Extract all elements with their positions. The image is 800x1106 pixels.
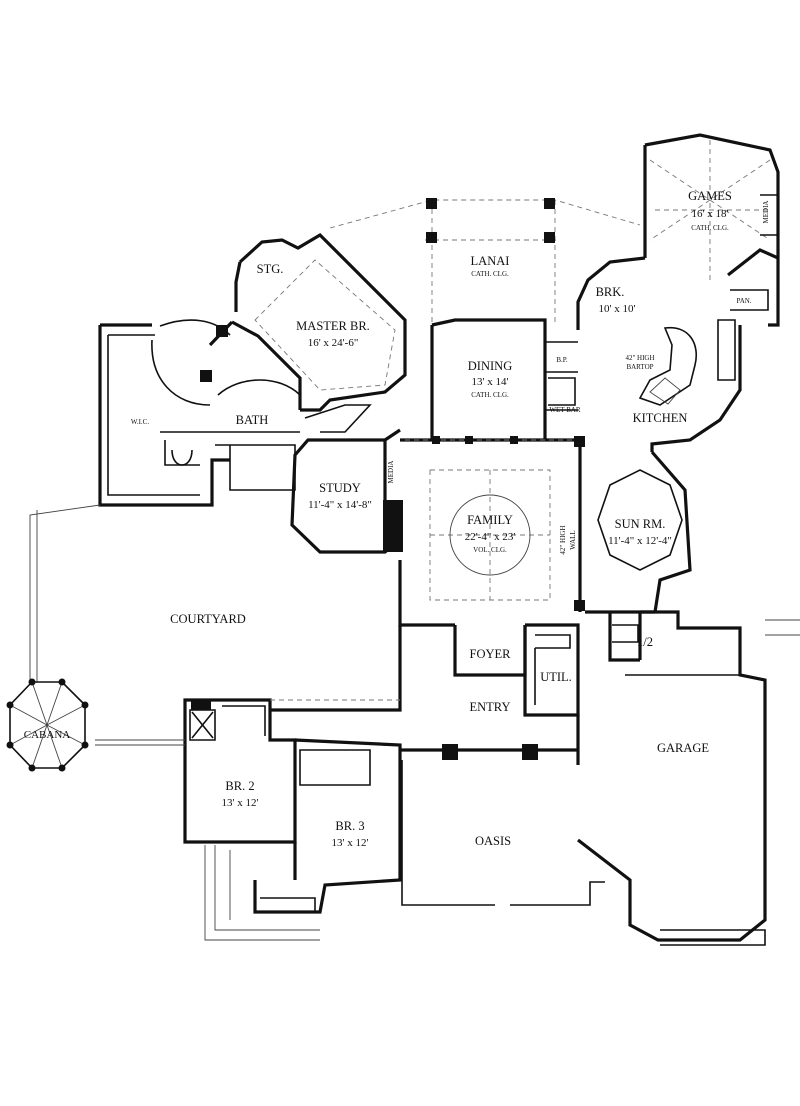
- oasis-label: OASIS: [475, 834, 511, 848]
- wall-note-1: 42" HIGH: [559, 525, 567, 554]
- family-label: FAMILY: [467, 513, 513, 527]
- lanai-label: LANAI: [471, 254, 510, 268]
- wet-bar-label: WET BAR: [549, 406, 581, 414]
- sun-room-size: 11'-4" x 12'-4": [608, 535, 672, 547]
- sun-room-label: SUN RM.: [615, 517, 666, 531]
- family-size: 22'-4" x 23': [465, 531, 516, 543]
- bedroom2-size: 13' x 12': [222, 797, 259, 809]
- garage-walls: [576, 610, 800, 946]
- study-size: 11'-4" x 14'-8": [308, 499, 372, 511]
- pantry-label: PAN.: [736, 297, 751, 305]
- bartop-note-2: BARTOP: [626, 363, 653, 371]
- wall-note-2: WALL: [569, 530, 577, 549]
- bartop-note-1: 42" HIGH: [625, 354, 654, 362]
- dining-label: DINING: [468, 359, 512, 373]
- butler-pantry-label: B.P.: [556, 356, 568, 364]
- bath-label: BATH: [236, 413, 269, 427]
- games-room-walls: [643, 133, 780, 327]
- dining-walls: [430, 318, 578, 440]
- games-size: 16' x 18': [692, 208, 729, 220]
- entry-label: ENTRY: [470, 700, 511, 714]
- master-bedroom-size: 16' x 24'-6": [308, 337, 359, 349]
- courtyard-label: COURTYARD: [170, 612, 246, 626]
- cabana-octagon: [6, 678, 89, 772]
- storage-label: STG.: [257, 262, 284, 276]
- study-walls: [290, 428, 403, 554]
- half-bath-label: 1/2: [637, 635, 653, 649]
- dining-size: 13' x 14': [472, 376, 509, 388]
- games-label: GAMES: [688, 189, 732, 203]
- breakfast-label: BRK.: [596, 285, 625, 299]
- family-note: VOL. CLG.: [473, 546, 507, 554]
- study-media-label: MEDIA: [387, 461, 395, 484]
- games-media-label: MEDIA: [762, 201, 770, 224]
- breakfast-kitchen-walls: [576, 256, 742, 452]
- dining-note: CATH. CLG.: [471, 391, 509, 399]
- bedroom2-label: BR. 2: [225, 779, 254, 793]
- bedroom2-walls: [183, 698, 297, 844]
- bedroom3-label: BR. 3: [335, 819, 364, 833]
- kitchen-label: KITCHEN: [633, 411, 688, 425]
- utility-label: UTIL.: [540, 670, 572, 684]
- master-bedroom-label: MASTER BR.: [296, 319, 370, 333]
- breakfast-size: 10' x 10': [599, 303, 636, 315]
- sun-room-walls: [585, 450, 692, 614]
- oasis-walls: [400, 744, 605, 906]
- bedroom3-walls: [204, 738, 402, 941]
- foyer-label: FOYER: [470, 647, 512, 661]
- games-note: CATH. CLG.: [691, 224, 729, 232]
- bedroom3-size: 13' x 12': [332, 837, 369, 849]
- wic-label: W.I.C.: [131, 418, 149, 426]
- study-label: STUDY: [319, 481, 361, 495]
- garage-label: GARAGE: [657, 741, 709, 755]
- cabana-label: CABANA: [24, 729, 71, 741]
- lanai-outline: [329, 198, 641, 325]
- lanai-note: CATH. CLG.: [471, 270, 509, 278]
- courtyard-outline: [29, 504, 400, 746]
